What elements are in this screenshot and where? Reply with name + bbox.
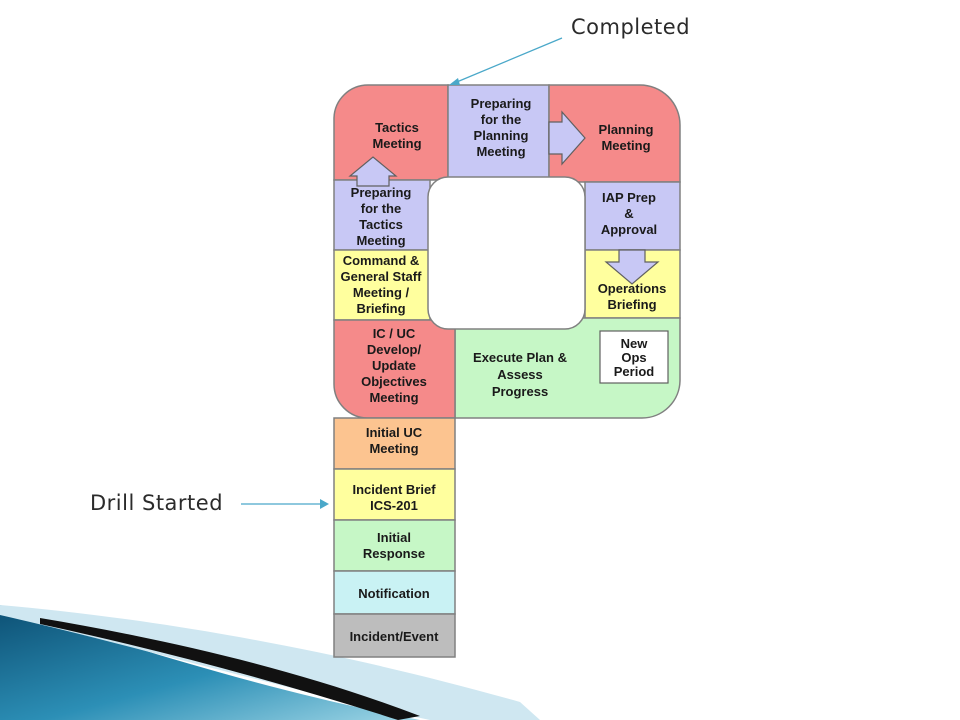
step-label-line: Incident Brief bbox=[352, 482, 436, 497]
callout-completed: Completed bbox=[449, 15, 690, 85]
planning-p-diagram bbox=[333, 84, 681, 658]
step-label-line: Briefing bbox=[356, 301, 405, 316]
arrow-to-operations bbox=[604, 249, 660, 285]
callout-completed-arrow bbox=[451, 37, 563, 85]
callout-drill-started-text: Drill Started bbox=[90, 491, 223, 515]
step-label-line: Planning bbox=[599, 122, 654, 137]
step-label-line: Incident/Event bbox=[350, 629, 440, 644]
step-label-line: Progress bbox=[492, 384, 548, 399]
step-label-line: Planning bbox=[474, 128, 529, 143]
step-label-line: Meeting bbox=[601, 138, 650, 153]
swoosh-blue-shape bbox=[0, 605, 420, 720]
step-tactics-cell bbox=[333, 84, 449, 181]
step-label-iap: IAP Prep&Approval bbox=[601, 190, 657, 237]
step-label-line: Meeting bbox=[356, 233, 405, 248]
step-label-line: ICS-201 bbox=[370, 498, 418, 513]
step-label-line: Ops bbox=[621, 350, 646, 365]
step-label-line: Approval bbox=[601, 222, 657, 237]
step-label-line: Command & bbox=[343, 253, 420, 268]
step-label-line: Objectives bbox=[361, 374, 427, 389]
step-command-staff-cell bbox=[333, 249, 431, 321]
step-label-line: IC / UC bbox=[373, 326, 416, 341]
step-label-line: for the bbox=[361, 201, 401, 216]
swoosh-dark-band bbox=[40, 618, 420, 720]
step-notification-cell bbox=[333, 570, 456, 615]
step-label-line: Initial UC bbox=[366, 425, 423, 440]
step-label-line: & bbox=[624, 206, 633, 221]
step-label-line: Meeting bbox=[476, 144, 525, 159]
step-label-line: Tactics bbox=[359, 217, 403, 232]
callout-completed-text: Completed bbox=[571, 15, 690, 39]
callout-drill-started: Drill Started bbox=[90, 491, 329, 515]
step-label-line: Meeting / bbox=[353, 285, 410, 300]
arrow-to-planning bbox=[548, 110, 586, 166]
step-label-line: Meeting bbox=[369, 390, 418, 405]
p-inner-hole bbox=[427, 176, 586, 330]
new-ops-period-box bbox=[599, 330, 669, 384]
step-label-incident-event: Incident/Event bbox=[350, 629, 440, 644]
step-label-line: Response bbox=[363, 546, 425, 561]
step-label-line: Meeting bbox=[369, 441, 418, 456]
step-label-line: IAP Prep bbox=[602, 190, 656, 205]
step-label-line: Briefing bbox=[607, 297, 656, 312]
step-label-notification: Notification bbox=[358, 586, 430, 601]
step-label-line: General Staff bbox=[341, 269, 423, 284]
step-label-line: Update bbox=[372, 358, 416, 373]
step-label-line: Initial bbox=[377, 530, 411, 545]
swoosh-light-band bbox=[0, 605, 540, 720]
step-label-line: Notification bbox=[358, 586, 430, 601]
flow-arrows bbox=[348, 110, 660, 285]
step-incident-brief-cell bbox=[333, 468, 456, 521]
step-iap-cell bbox=[584, 181, 681, 251]
step-label-line: Operations bbox=[598, 281, 667, 296]
step-incident-event-cell bbox=[333, 613, 456, 658]
step-label-line: Preparing bbox=[471, 96, 532, 111]
step-label-line: Assess bbox=[497, 367, 543, 382]
step-prep-planning-cell bbox=[447, 84, 550, 179]
step-label-line: Develop/ bbox=[367, 342, 422, 357]
step-label-line: Execute Plan & bbox=[473, 350, 567, 365]
step-initial-response-cell bbox=[333, 519, 456, 572]
decorative-swoosh bbox=[0, 605, 540, 720]
step-label-line: Preparing bbox=[351, 185, 412, 200]
step-label-line: New bbox=[621, 336, 649, 351]
step-label-line: Meeting bbox=[372, 136, 421, 151]
arrow-to-tactics bbox=[348, 156, 398, 187]
step-label-line: Period bbox=[614, 364, 655, 379]
step-label-line: for the bbox=[481, 112, 521, 127]
step-planning-cell bbox=[548, 84, 681, 183]
step-label-line: Tactics bbox=[375, 120, 419, 135]
callout-completed-arrowhead bbox=[449, 78, 460, 85]
callout-drill-started-arrowhead bbox=[320, 499, 329, 509]
